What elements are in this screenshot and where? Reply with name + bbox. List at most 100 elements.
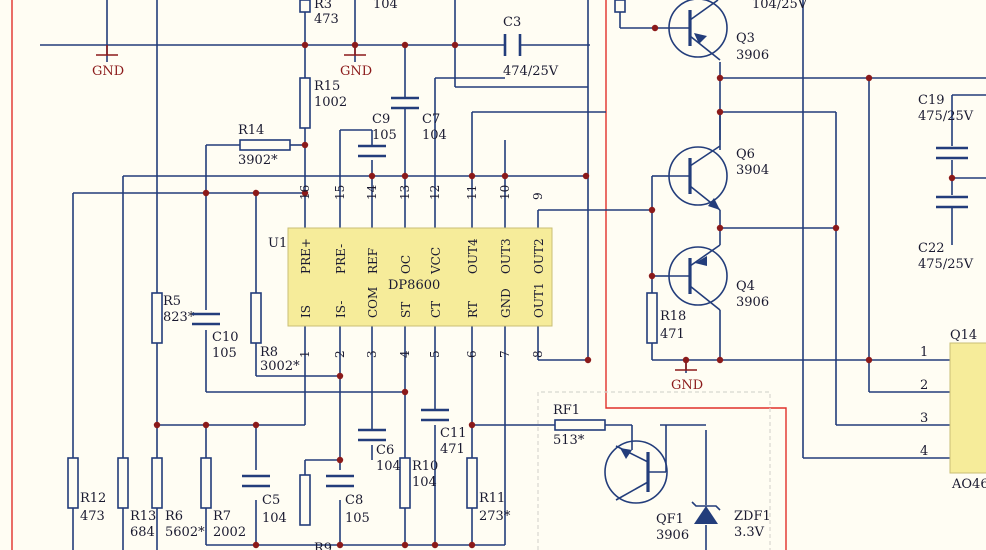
c5-value: 104 xyxy=(262,511,287,526)
r10-ref: R10 xyxy=(412,459,438,474)
r13-ref: R13 xyxy=(130,509,156,524)
zone-dashed-box xyxy=(537,391,771,550)
c10-value: 105 xyxy=(212,346,237,361)
zener-triangle xyxy=(694,506,718,524)
ic-pin-name: OUT1 xyxy=(532,282,546,318)
ic-pin-number: 16 xyxy=(298,185,312,200)
c3-value: 474/25V xyxy=(503,64,559,79)
capacitor-c3: C3 474/25V xyxy=(503,15,559,79)
capacitor-c19: C19 475/25V xyxy=(918,93,974,160)
r11-ref: R11 xyxy=(479,491,505,506)
top-partial-right: 104/25V xyxy=(752,0,808,12)
ic-pin-number: 14 xyxy=(365,184,379,200)
r10-value: 104 xyxy=(412,475,437,490)
ic-pin-name: IS- xyxy=(334,301,348,318)
emitter-arrow xyxy=(695,256,707,266)
resistor-r8: R8 3002* xyxy=(250,292,300,374)
r13-value: 684 xyxy=(130,525,155,540)
resistor-r6: R6 5602* xyxy=(151,457,205,540)
resistor-r3: R3 473 xyxy=(299,0,339,27)
r7-value: 2002 xyxy=(213,525,246,540)
ic-part: DP8600 xyxy=(388,278,440,293)
gnd-label: GND xyxy=(92,64,124,79)
ic-pin-name: GND xyxy=(499,288,513,318)
ic-pin-number: 1 xyxy=(298,350,312,358)
r6-ref: R6 xyxy=(165,509,183,524)
q14-value: AO46 xyxy=(951,477,986,492)
resistor-r18: R18 471 xyxy=(646,292,686,344)
r8-value: 3002* xyxy=(260,359,300,374)
q6-value: 3904 xyxy=(736,163,769,178)
ic-pin-name: VCC xyxy=(429,247,443,275)
ic-pin-name: PRE+ xyxy=(299,238,313,274)
zener-zdf1: ZDF1 3.3V xyxy=(691,501,771,540)
r15-value: 1002 xyxy=(314,95,347,110)
r12-ref: R12 xyxy=(80,491,106,506)
c7-ref: C7 xyxy=(422,112,440,127)
c3-ref: C3 xyxy=(503,15,521,30)
r18-ref: R18 xyxy=(660,309,686,324)
r8-ref: R8 xyxy=(260,345,278,360)
c10-ref: C10 xyxy=(212,330,239,345)
capacitor-c7: C7 104 xyxy=(391,96,447,143)
rf1-value: 513* xyxy=(553,433,585,448)
ic-ref: U1 xyxy=(268,236,287,251)
capacitor-c10: C10 105 xyxy=(192,312,239,361)
transistor-q4: Q4 3906 xyxy=(668,244,769,311)
ic-pin-number: 8 xyxy=(531,350,545,358)
emitter-arrow xyxy=(708,198,720,210)
r18-value: 471 xyxy=(660,327,685,342)
c8-ref: C8 xyxy=(345,493,363,508)
emitter-arrow xyxy=(694,33,707,44)
capacitor-c11: C11 471 xyxy=(421,408,467,457)
c19-ref: C19 xyxy=(918,93,945,108)
capacitor-c8: C8 105 xyxy=(326,474,370,526)
c11-ref: C11 xyxy=(440,426,467,441)
resistor-r9: R9 xyxy=(299,474,332,550)
ic-q14: Q14 AO46 1 2 3 4 xyxy=(920,328,986,492)
resistor-r12: R12 473 xyxy=(67,457,106,524)
ic-pin-number: 2 xyxy=(333,350,347,358)
ic-pin-number: 3 xyxy=(365,350,379,358)
ic-pin-name: OUT4 xyxy=(466,238,480,274)
zone-border-line xyxy=(605,0,787,550)
q14-pin-4: 4 xyxy=(920,444,928,459)
top-partial-left: 104 xyxy=(373,0,398,12)
r14-ref: R14 xyxy=(238,123,264,138)
q14-pin-3: 3 xyxy=(920,411,928,426)
ic-pin-name: CT xyxy=(429,301,443,318)
ic-u1: U1 DP8600 16PRE+15PRE-14REF13OC12VCC11OU… xyxy=(268,184,553,358)
r7-ref: R7 xyxy=(213,509,231,524)
ic-pin-name: RT xyxy=(466,301,480,318)
r11-value: 273* xyxy=(479,509,511,524)
c19-value: 475/25V xyxy=(918,109,974,124)
capacitor-c6: C6 104 xyxy=(358,428,401,474)
ic-pin-number: 6 xyxy=(465,350,479,358)
ic-pin-number: 15 xyxy=(333,185,347,200)
transistor-q3: Q3 3906 xyxy=(668,0,769,63)
q6-ref: Q6 xyxy=(736,147,755,162)
ic-pin-number: 4 xyxy=(398,350,412,358)
ic-pin-number: 12 xyxy=(428,185,442,200)
ic-pin-number: 11 xyxy=(465,185,479,200)
ic-pin-name: OUT3 xyxy=(499,238,513,274)
rf1-ref: RF1 xyxy=(553,403,580,418)
ic-pin-name: OUT2 xyxy=(532,238,546,274)
resistor-rf1: RF1 513* xyxy=(553,403,606,448)
q3-value: 3906 xyxy=(736,48,769,63)
r9-ref: R9 xyxy=(314,541,332,550)
r6-value: 5602* xyxy=(165,525,205,540)
resistor-r15: R15 1002 xyxy=(299,77,347,129)
capacitor-c5: C5 104 xyxy=(242,474,287,526)
ic-body xyxy=(287,227,553,327)
ic-pin-name: COM xyxy=(366,287,380,318)
ic-pin-number: 10 xyxy=(498,185,512,200)
ic-pin-name: REF xyxy=(366,248,380,274)
q3-ref: Q3 xyxy=(736,31,755,46)
c6-ref: C6 xyxy=(376,443,394,458)
c5-ref: C5 xyxy=(262,493,280,508)
c9-value: 105 xyxy=(372,128,397,143)
resistor-r10: R10 104 xyxy=(399,457,438,509)
